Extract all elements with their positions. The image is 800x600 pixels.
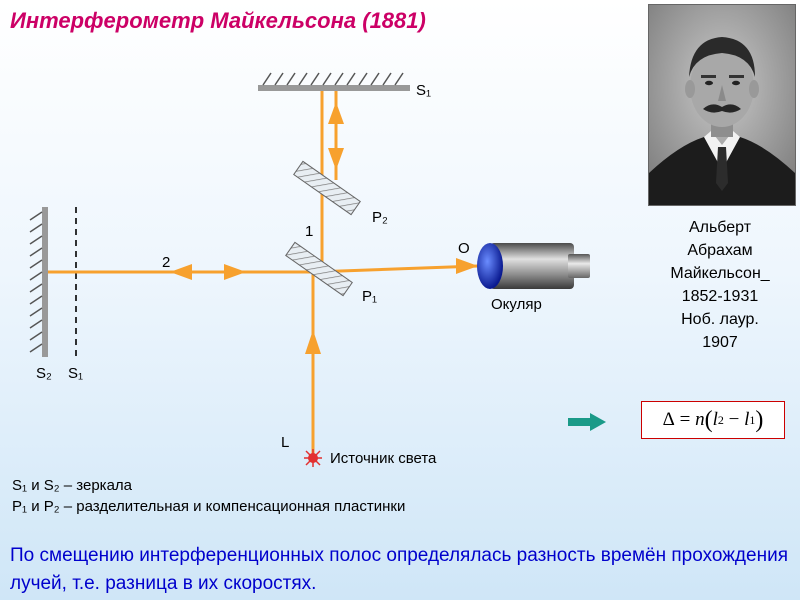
legend: S₁ и S₂ – зеркала P₁ и P₂ – разделительн… [12, 475, 405, 517]
caption-line: Альберт [688, 219, 752, 236]
caption-line: Ноб. лаур. [681, 311, 759, 328]
teal-arrow [568, 413, 606, 431]
mirror-s2-left [29, 207, 48, 357]
formula-l2-sub: 2 [717, 412, 724, 427]
compensating-plate-p2 [293, 160, 361, 216]
eyepiece [477, 243, 590, 289]
slide-title: Интерферометр Майкельсона (1881) [10, 8, 426, 33]
light-beams [48, 91, 479, 455]
caption-line: 1907 [702, 334, 738, 351]
label-s2-left: S₂ [36, 365, 52, 382]
portrait-photo [648, 4, 796, 206]
label-beam-2: 2 [162, 254, 170, 271]
label-eyepiece: Окуляр [491, 296, 542, 313]
formula-l2: l [712, 409, 718, 430]
portrait-caption: Альберт Абрахам Майкельсон_ 1852-1931 Но… [640, 216, 800, 354]
caption-line: 1852-1931 [681, 288, 759, 305]
label-source: Источник света [330, 450, 437, 467]
formula-open-paren: ( [704, 406, 713, 433]
formula-delta: Δ [662, 409, 675, 430]
legend-line: S₁ и S₂ – зеркала [12, 477, 133, 494]
label-beam-1: 1 [305, 223, 313, 240]
label-p1: P₁ [362, 288, 377, 305]
caption-line: Майкельсон_ [670, 265, 770, 282]
label-p2: P₂ [372, 209, 388, 226]
formula-eq: = [674, 409, 696, 430]
caption-line: Абрахам [687, 242, 753, 259]
legend-line: P₁ и P₂ – разделительная и компенсационн… [12, 498, 406, 515]
formula-minus: − [723, 409, 745, 430]
label-s1-top: S₁ [416, 82, 431, 99]
formula-n: n [695, 409, 705, 430]
light-source [304, 449, 322, 467]
label-o: O [458, 240, 470, 257]
label-s1-left: S₁ [68, 365, 83, 382]
formula-l1: l [744, 409, 750, 430]
bottom-text: По смещению интерференционных полос опре… [10, 545, 788, 594]
label-l: L [281, 434, 289, 451]
formula-l1-sub: 1 [749, 412, 756, 427]
mirror-s1-top [258, 72, 410, 91]
beam-splitter-p1 [285, 241, 353, 297]
formula-close-paren: ) [755, 406, 764, 433]
beam-arrows [170, 102, 478, 354]
